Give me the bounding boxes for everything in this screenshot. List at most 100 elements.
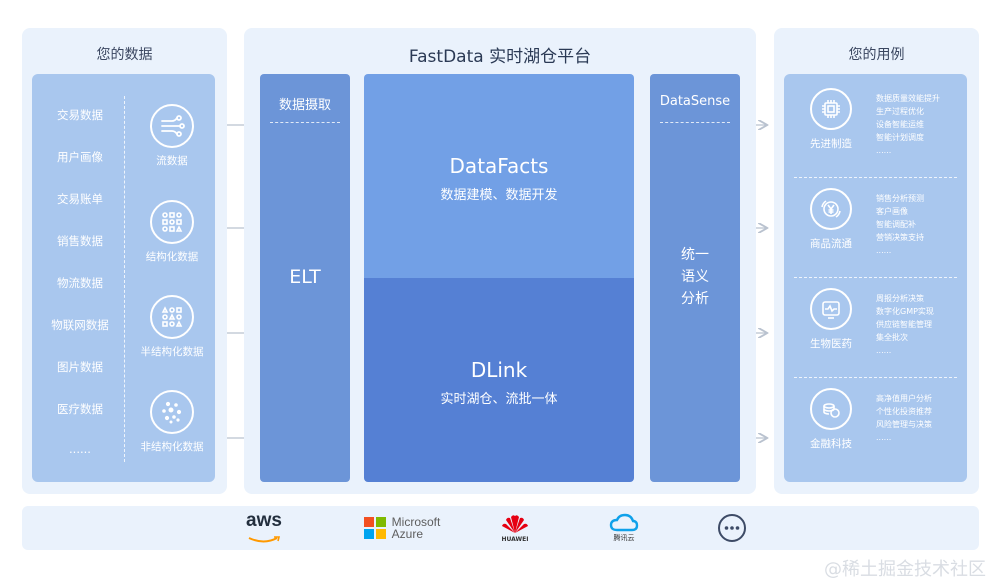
- use-case-item: ......: [876, 146, 892, 155]
- unstructured-data-icon: [150, 390, 194, 434]
- huawei-logo: HUAWEI: [490, 512, 540, 544]
- use-case-manufacturing: 先进制造 数据质量效能提升 生产过程优化 设备智能运维 智能计划调度 .....…: [784, 78, 967, 178]
- aws-smile-icon: [248, 535, 281, 542]
- cloud-provider-bar: aws Microsoft Azure HUAWEI 腾讯云: [22, 506, 979, 550]
- stream-data-icon: [150, 104, 194, 148]
- tencent-cloud-icon: [609, 513, 639, 532]
- datasense-title: DataSense: [659, 94, 731, 109]
- source-item: ......: [69, 442, 91, 456]
- semantic-line: 语义: [681, 269, 709, 285]
- divider: [794, 177, 957, 178]
- use-case-item: 数字化GMP实现: [876, 307, 934, 316]
- your-use-cases-panel: 您的用例 先进制造 数据质量效能提升 生产过程优化 设备智能运维 智能计划调度 …: [774, 28, 979, 494]
- use-case-item: 客户画像: [876, 207, 908, 216]
- use-case-item: 营销决策支持: [876, 233, 924, 242]
- use-case-item: 设备智能运维: [876, 120, 924, 129]
- data-sources-block: 交易数据 用户画像 交易账单 销售数据 物流数据 物联网数据 图片数据 医疗数据…: [32, 74, 215, 482]
- aws-logo: aws: [234, 509, 294, 544]
- source-item: 用户画像: [57, 150, 103, 164]
- data-type-stream: 流数据: [132, 104, 212, 168]
- use-case-commerce: 商品流通 销售分析预测 客户画像 智能调配补 营销决策支持 ......: [784, 178, 967, 278]
- use-case-list: 周报分析决策 数字化GMP实现 供应链智能管理 集全批次 ......: [876, 292, 934, 357]
- semantic-line: 统一: [681, 247, 709, 263]
- data-type-label: 非结构化数据: [140, 441, 204, 453]
- your-data-title: 您的数据: [96, 47, 153, 63]
- yen-icon: [810, 188, 852, 230]
- datasense-column: DataSense 统一 语义 分析: [650, 74, 740, 482]
- data-ingest-title: 数据摄取: [278, 98, 331, 113]
- use-case-name: 金融科技: [810, 438, 852, 450]
- use-case-list: 销售分析预测 客户画像 智能调配补 营销决策支持 ......: [876, 192, 924, 257]
- source-item: 交易账单: [57, 192, 103, 206]
- use-case-icon-wrap: 先进制造: [796, 88, 866, 151]
- tencent-cloud-logo: 腾讯云: [602, 512, 646, 544]
- dlink-subtitle: 实时湖仓、流批一体: [440, 392, 558, 407]
- left-divider: [124, 96, 125, 462]
- source-item: 物流数据: [57, 276, 103, 290]
- use-cases-block: 先进制造 数据质量效能提升 生产过程优化 设备智能运维 智能计划调度 .....…: [784, 74, 967, 482]
- more-icon: [712, 512, 752, 544]
- use-case-name: 商品流通: [810, 238, 852, 250]
- use-case-item: 集全批次: [876, 333, 908, 342]
- source-item: 医疗数据: [57, 402, 103, 416]
- elt-label: ELT: [289, 266, 321, 288]
- datafacts-block: DataFacts 数据建模、数据开发: [364, 74, 634, 278]
- platform-title: FastData 实时湖仓平台: [408, 47, 592, 67]
- use-case-icon-wrap: 金融科技: [796, 388, 866, 451]
- chip-icon: [810, 88, 852, 130]
- use-case-item: 智能计划调度: [876, 133, 924, 142]
- huawei-text: HUAWEI: [501, 536, 529, 543]
- divider: [660, 122, 730, 123]
- structured-data-icon: [150, 200, 194, 244]
- use-case-name: 先进制造: [810, 138, 852, 150]
- aws-text: aws: [246, 509, 282, 531]
- use-case-item: 个性化投资推荐: [876, 407, 932, 416]
- azure-line1: Microsoft: [391, 515, 441, 529]
- use-case-item: 风险管理与决策: [876, 420, 932, 429]
- use-case-item: 高净值用户分析: [876, 394, 932, 403]
- tencent-text: 腾讯云: [613, 534, 635, 542]
- fastdata-platform-panel: FastData 实时湖仓平台 数据摄取 ELT DataFacts 数据建模、…: [244, 28, 756, 494]
- divider: [794, 277, 957, 278]
- datafacts-title: DataFacts: [449, 154, 549, 178]
- use-case-item: ......: [876, 246, 892, 255]
- use-case-item: 生产过程优化: [876, 107, 924, 116]
- your-data-panel: 您的数据 交易数据 用户画像 交易账单 销售数据 物流数据 物联网数据 图片数据…: [22, 28, 227, 494]
- monitor-icon: [810, 288, 852, 330]
- source-item: 物联网数据: [51, 318, 109, 332]
- data-type-label: 流数据: [156, 155, 188, 167]
- use-case-icon-wrap: 商品流通: [796, 188, 866, 251]
- use-case-list: 数据质量效能提升 生产过程优化 设备智能运维 智能计划调度 ......: [876, 92, 940, 157]
- divider: [270, 122, 340, 123]
- use-case-name: 生物医药: [810, 338, 852, 350]
- microsoft-azure-logo: Microsoft Azure: [352, 512, 452, 544]
- microsoft-grid-icon: [363, 517, 386, 539]
- semi-structured-data-icon: [150, 295, 194, 339]
- use-case-item: 销售分析预测: [876, 194, 924, 203]
- use-cases-title: 您的用例: [848, 47, 905, 63]
- use-case-fintech: 金融科技 高净值用户分析 个性化投资推荐 风险管理与决策 ......: [784, 378, 967, 478]
- use-case-icon-wrap: 生物医药: [796, 288, 866, 351]
- semantic-analysis-label: 统一 语义 分析: [650, 244, 740, 310]
- use-case-item: 智能调配补: [876, 220, 916, 229]
- data-ingest-column: 数据摄取 ELT: [260, 74, 350, 482]
- use-case-item: ......: [876, 433, 892, 442]
- huawei-petal-icon: [502, 515, 528, 533]
- data-type-structured: 结构化数据: [132, 200, 212, 264]
- use-case-item: ......: [876, 346, 892, 355]
- source-item: 图片数据: [57, 360, 103, 374]
- semantic-line: 分析: [681, 291, 709, 307]
- azure-line2: Azure: [391, 527, 424, 541]
- use-case-biomedicine: 生物医药 周报分析决策 数字化GMP实现 供应链智能管理 集全批次 ......: [784, 278, 967, 378]
- watermark: @稀土掘金技术社区: [824, 559, 986, 580]
- use-case-item: 数据质量效能提升: [876, 94, 940, 103]
- coins-icon: [810, 388, 852, 430]
- source-item: 交易数据: [57, 108, 103, 122]
- use-case-list: 高净值用户分析 个性化投资推荐 风险管理与决策 ......: [876, 392, 932, 444]
- data-type-semi-structured: 半结构化数据: [132, 295, 212, 359]
- source-item: 销售数据: [57, 234, 103, 248]
- data-type-label: 半结构化数据: [140, 346, 204, 358]
- data-type-label: 结构化数据: [145, 251, 199, 263]
- data-type-unstructured: 非结构化数据: [132, 390, 212, 454]
- dlink-block: DLink 实时湖仓、流批一体: [364, 278, 634, 482]
